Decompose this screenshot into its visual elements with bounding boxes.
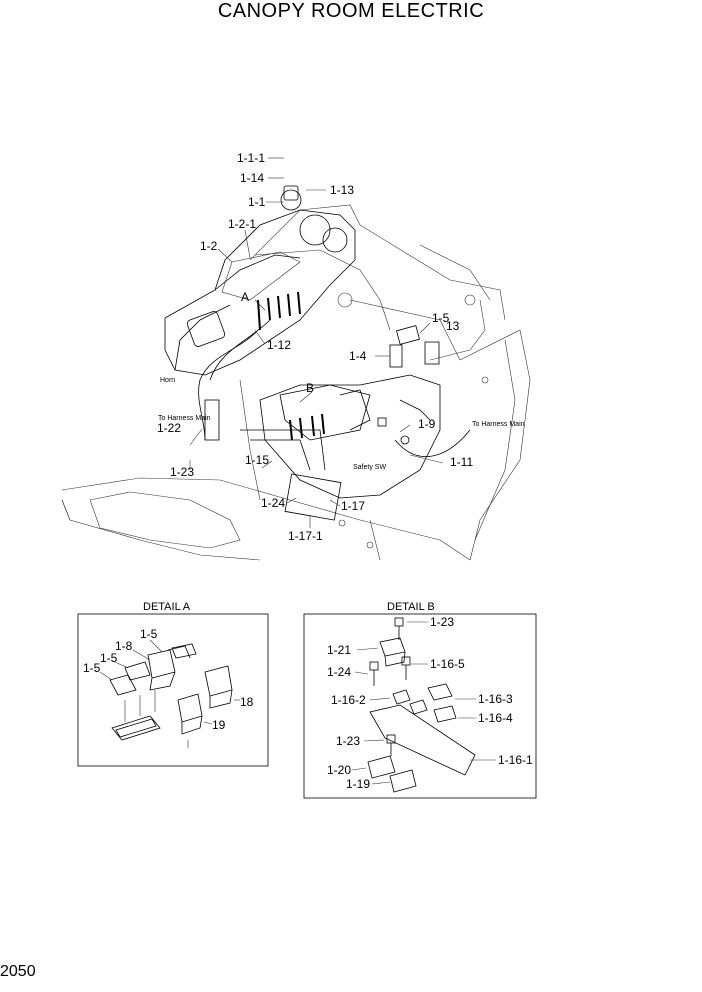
machine-body [61, 204, 531, 561]
detail-a-callout-1-5-top: 1-5 [140, 627, 158, 641]
note-harness-left: To Harness Main [158, 415, 211, 422]
switch-parts [204, 325, 440, 441]
main-leader-lines [189, 157, 444, 528]
detail-a-callout-1-8: 1-8 [115, 639, 133, 653]
callout-1-1: 1-1 [248, 195, 266, 209]
detail-b-title: DETAIL B [387, 601, 435, 613]
detail-b-callout-1-16-5: 1-16-5 [430, 657, 465, 671]
note-harness-right: To Harness Main [472, 421, 525, 428]
callout-1-13: 1-13 [330, 183, 354, 197]
callout-a: A [241, 290, 249, 304]
detail-a-callout-1-5-left: 1-5 [83, 661, 101, 675]
wiring-harness [198, 291, 471, 471]
detail-b: DETAIL B 1-23 1-21 1-16-5 1-24 1 [303, 601, 537, 799]
detail-b-callout-1-16-3: 1-16-3 [478, 692, 513, 706]
callout-1-4: 1-4 [349, 349, 367, 363]
callout-1-9: 1-9 [418, 417, 436, 431]
callout-1-23: 1-23 [170, 465, 194, 479]
callout-1-12: 1-12 [267, 338, 291, 352]
callout-1-14: 1-14 [240, 171, 264, 185]
note-horn: Horn [160, 377, 175, 384]
detail-b-callout-1-19: 1-19 [346, 777, 370, 791]
detail-a-callout-19: 19 [212, 718, 226, 732]
detail-b-callout-1-20: 1-20 [327, 763, 351, 777]
callout-1-11: 1-11 [450, 455, 473, 469]
callout-1-24: 1-24 [261, 496, 285, 510]
callout-1-5: 1-5 [432, 311, 450, 325]
detail-a: DETAIL A 1-5 1-8 1-5 1-5 18 19 [77, 601, 269, 767]
callout-1-17-1: 1-17-1 [288, 529, 323, 543]
callout-13: 13 [446, 319, 460, 333]
main-callouts: 1-1-1 1-14 1-13 1-1 1-2-1 1-2 A 1-12 1-5… [157, 151, 473, 543]
callout-1-15: 1-15 [245, 453, 269, 467]
callout-1-2: 1-2 [200, 239, 218, 253]
control-console-left [164, 185, 356, 376]
detail-a-callout-1-5-mid: 1-5 [100, 651, 118, 665]
callout-1-17: 1-17 [341, 499, 365, 513]
detail-b-callout-1-16-1: 1-16-1 [498, 753, 533, 767]
page-title: CANOPY ROOM ELECTRIC [217, 0, 485, 22]
callout-1-22: 1-22 [157, 421, 181, 435]
detail-b-frame [303, 613, 537, 799]
callout-1-1-1: 1-1-1 [237, 151, 265, 165]
detail-a-callout-18: 18 [240, 695, 254, 709]
callout-1-2-1: 1-2-1 [228, 217, 256, 231]
page-number: 2050 [0, 963, 36, 980]
callout-b: B [306, 381, 314, 395]
note-safety-sw: Safety SW [353, 464, 386, 471]
detail-b-callout-1-24: 1-24 [327, 665, 351, 679]
detail-a-title: DETAIL A [143, 601, 191, 613]
detail-b-callout-1-23-bot: 1-23 [336, 734, 360, 748]
detail-b-callout-1-16-2: 1-16-2 [331, 693, 366, 707]
detail-b-callout-1-23-top: 1-23 [430, 615, 454, 629]
small-notes: Horn To Harness Main To Harness Main Saf… [158, 377, 525, 471]
detail-a-frame [77, 613, 269, 767]
detail-b-callout-1-21: 1-21 [327, 643, 351, 657]
detail-b-callout-1-16-4: 1-16-4 [478, 711, 513, 725]
